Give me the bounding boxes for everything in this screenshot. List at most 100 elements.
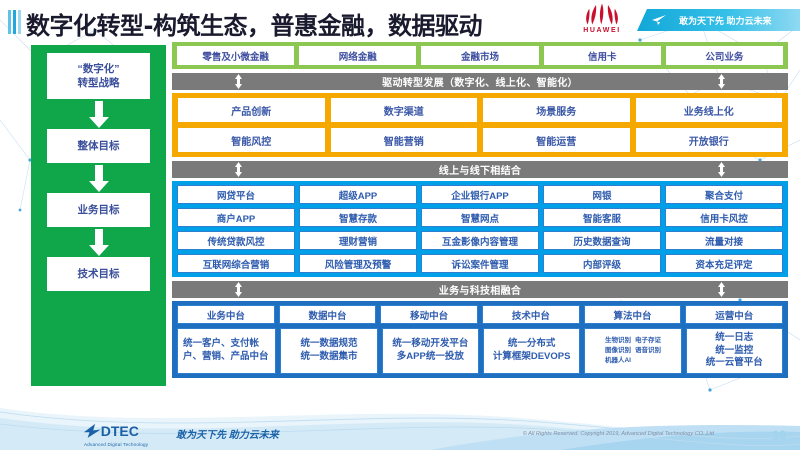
page-header: 数字化转型-构筑生态，普惠金融，数据驱动 HUAWEI 敢为天下先 助力云未来 [0,0,800,42]
title-accent-bars [8,10,22,34]
goal-box-technology[interactable]: 技术目标 [47,257,150,291]
business-line-corp[interactable]: 公司业务 [665,46,784,65]
middle-platform-bodies: 统一客户、支付帐户、营销、产品中台 统一数据规范统一数据集市 统一移动开发平台多… [177,328,783,374]
online-row-4: 互联网综合营销 风险管理及预警 诉讼案件管理 内部评级 资本充足评定 [177,254,783,273]
business-line-internet[interactable]: 网络金融 [299,46,417,65]
online-row-3: 传统贷款风控 理财营销 互金影像内容管理 历史数据查询 流量对接 [177,231,783,250]
svg-text:DTEC: DTEC [101,423,139,439]
online-row-1: 网贷平台 超级APP 企业银行APP 网银 聚合支付 [177,185,783,204]
mid-header-tech[interactable]: 技术中台 [482,305,580,324]
drive-cell-digital-channel[interactable]: 数字渠道 [330,98,477,122]
double-arrow-icon [718,162,725,177]
flow-arrow-3 [47,227,150,257]
huawei-cloud-banner: 敢为天下先 助力云未来 [637,9,800,31]
online-cell-capital-adequacy[interactable]: 资本充足评定 [665,254,783,273]
algo-item-evid: 电子存证 [634,337,661,345]
online-cell-history-query[interactable]: 历史数据查询 [543,231,661,250]
double-arrow-icon [235,282,242,297]
online-cell-ebank[interactable]: 网银 [543,185,661,204]
flow-arrow-2 [47,163,150,193]
online-cell-smart-branch[interactable]: 智慧网点 [421,208,539,227]
online-cell-card-risk[interactable]: 信用卡风控 [665,208,783,227]
online-cell-internet-marketing[interactable]: 互联网综合营销 [177,254,295,273]
footer-wave-decoration [0,408,800,450]
dtec-subtitle: Advanced Digital Technology [84,442,149,447]
mid-header-operation[interactable]: 运营中台 [685,305,784,324]
online-cell-traffic-connect[interactable]: 流量对接 [665,231,783,250]
drive-cell-business-online[interactable]: 业务线上化 [635,98,782,122]
mid-header-mobile[interactable]: 移动中台 [380,305,479,324]
algo-item-voice: 语音识别 [634,347,661,355]
double-arrow-icon [235,74,242,89]
mid-header-algorithm[interactable]: 算法中台 [583,305,682,324]
divider-online-offline: 线上与线下相结合 [172,161,788,178]
algo-item-image: 图像识别 [604,347,631,355]
divider-label: 驱动转型发展（数字化、线上化、智能化） [382,78,578,89]
business-line-card[interactable]: 信用卡 [543,46,661,65]
layer-stack: 零售及小微金融 网络金融 金融市场 信用卡 公司业务 驱动转型发展（数字化、线上… [172,42,788,378]
online-cell-smart-deposit[interactable]: 智慧存款 [299,208,417,227]
divider-business-tech-fusion: 业务与科技相融合 [172,281,788,298]
goal-box-business[interactable]: 业务目标 [47,193,150,227]
online-cell-loan-platform[interactable]: 网贷平台 [177,185,295,204]
drive-row-1: 产品创新 数字渠道 场景服务 业务线上化 [178,98,782,122]
online-cell-wealth-marketing[interactable]: 理财营销 [299,231,417,250]
mid-body-data[interactable]: 统一数据规范统一数据集市 [280,328,378,374]
online-cell-risk-warning[interactable]: 风险管理及预警 [299,254,417,273]
huawei-wordmark: HUAWEI [583,27,621,34]
online-cell-trad-loan-risk[interactable]: 传统贷款风控 [177,231,295,250]
middle-platform-band: 业务中台 数据中台 移动中台 技术中台 算法中台 运营中台 统一客户、支付帐户、… [172,301,788,378]
huawei-logo: HUAWEI [573,2,631,40]
drive-cell-smart-operation[interactable]: 智能运营 [483,128,630,152]
divider-label: 业务与科技相融合 [438,286,522,297]
mid-body-algorithm[interactable]: 生物识别 电子存证 图像识别 语音识别 机器人AI [584,328,682,374]
footer-slogan: 敢为天下先 助力云未来 [176,430,279,441]
mid-body-mobile[interactable]: 统一移动开发平台多APP统一投放 [381,328,479,374]
goal-box-overall[interactable]: 整体目标 [47,129,150,163]
algo-item-bio: 生物识别 [604,337,631,345]
online-cell-litigation[interactable]: 诉讼案件管理 [421,254,539,273]
diagram-stage: “数字化”转型战略 整体目标 业务目标 技术目标 零售及小微金融 网络金融 金融… [0,42,800,402]
online-cell-internal-rating[interactable]: 内部评级 [543,254,661,273]
mid-body-tech[interactable]: 统一分布式计算框架DEVOPS [482,328,581,374]
online-cell-merchant-app[interactable]: 商户APP [177,208,295,227]
mid-header-data[interactable]: 数据中台 [278,305,377,324]
page-number: 10 [772,428,786,442]
online-cell-super-app[interactable]: 超级APP [299,185,417,204]
goal-box-strategy[interactable]: “数字化”转型战略 [47,53,150,99]
banner-slogan: 敢为天下先 助力云未来 [679,15,772,26]
drive-cell-smart-marketing[interactable]: 智能营销 [330,128,477,152]
online-cell-smart-service[interactable]: 智能客服 [543,208,661,227]
drive-row-2: 智能风控 智能营销 智能运营 开放银行 [178,128,782,152]
drive-cell-scenario-service[interactable]: 场景服务 [483,98,630,122]
divider-drive-transformation: 驱动转型发展（数字化、线上化、智能化） [172,73,788,90]
middle-platform-headers: 业务中台 数据中台 移动中台 技术中台 算法中台 运营中台 [177,305,784,324]
business-line-retail[interactable]: 零售及小微金融 [177,46,295,65]
online-row-2: 商户APP 智慧存款 智慧网点 智能客服 信用卡风控 [177,208,783,227]
goal-flow-column: “数字化”转型战略 整体目标 业务目标 技术目标 [31,45,166,386]
online-cell-corp-bank-app[interactable]: 企业银行APP [421,185,539,204]
online-offline-band: 网贷平台 超级APP 企业银行APP 网银 聚合支付 商户APP 智慧存款 智慧… [172,181,788,277]
online-cell-image-content[interactable]: 互金影像内容管理 [421,231,539,250]
double-arrow-icon [718,282,725,297]
huawei-flower-icon [586,3,618,25]
business-lines-band: 零售及小微金融 网络金融 金融市场 信用卡 公司业务 [172,42,788,69]
mid-body-operation[interactable]: 统一日志统一监控统一云管平台 [685,328,783,374]
drive-cell-product-innovation[interactable]: 产品创新 [178,98,325,122]
flow-arrow-1 [47,99,150,129]
mid-header-business[interactable]: 业务中台 [177,305,275,324]
paper-plane-icon [652,15,666,25]
drive-transformation-band: 产品创新 数字渠道 场景服务 业务线上化 智能风控 智能营销 智能运营 开放银行 [172,93,788,157]
dtec-wordmark-icon: DTEC [83,423,139,439]
mid-body-business[interactable]: 统一客户、支付帐户、营销、产品中台 [177,328,277,374]
drive-cell-open-banking[interactable]: 开放银行 [635,128,782,152]
divider-label: 线上与线下相结合 [438,166,522,177]
double-arrow-icon [235,162,242,177]
dtec-logo: DTEC Advanced Digital Technology [82,422,168,447]
online-cell-aggregate-pay[interactable]: 聚合支付 [665,185,783,204]
business-line-market[interactable]: 金融市场 [421,46,539,65]
drive-cell-smart-risk[interactable]: 智能风控 [178,128,325,152]
page-footer [0,402,800,450]
algo-item-robot: 机器人AI [604,356,631,364]
copyright-text: © All Rights Reserved. Copyright 2019, A… [522,431,714,437]
